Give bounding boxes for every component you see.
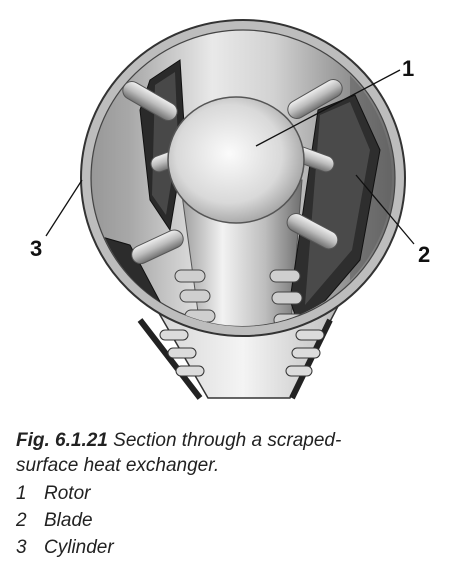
leader-line-1	[255, 69, 401, 147]
legend-item: 3 Cylinder	[16, 534, 466, 561]
leader-lines	[45, 69, 415, 245]
caption-text-line2: surface heat exchanger.	[16, 455, 220, 476]
callout-2: 2	[418, 242, 431, 267]
legend-label: Rotor	[44, 483, 91, 504]
legend-number: 3	[16, 537, 27, 558]
callout-1: 1	[402, 56, 415, 81]
heat-exchanger-illustration	[45, 19, 415, 400]
legend-label: Blade	[44, 510, 93, 531]
legend-number: 1	[16, 483, 27, 504]
caption-title: Fig. 6.1.21 Section through a scraped-	[16, 428, 466, 453]
legend-number: 2	[16, 510, 27, 531]
figure-caption: Fig. 6.1.21 Section through a scraped- s…	[16, 428, 466, 561]
leader-line-2	[355, 174, 415, 245]
figure-number: Fig. 6.1.21	[16, 430, 108, 451]
callout-3: 3	[30, 236, 43, 261]
legend-item: 2 Blade	[16, 507, 466, 534]
legend: 1 Rotor 2 Blade 3 Cylinder	[16, 480, 466, 561]
rotor	[167, 96, 305, 224]
leader-line-3	[45, 179, 83, 237]
legend-label: Cylinder	[44, 537, 114, 558]
lower-body	[137, 318, 333, 400]
caption-text-line1: Section through a scraped-	[107, 430, 342, 451]
legend-item: 1 Rotor	[16, 480, 466, 507]
